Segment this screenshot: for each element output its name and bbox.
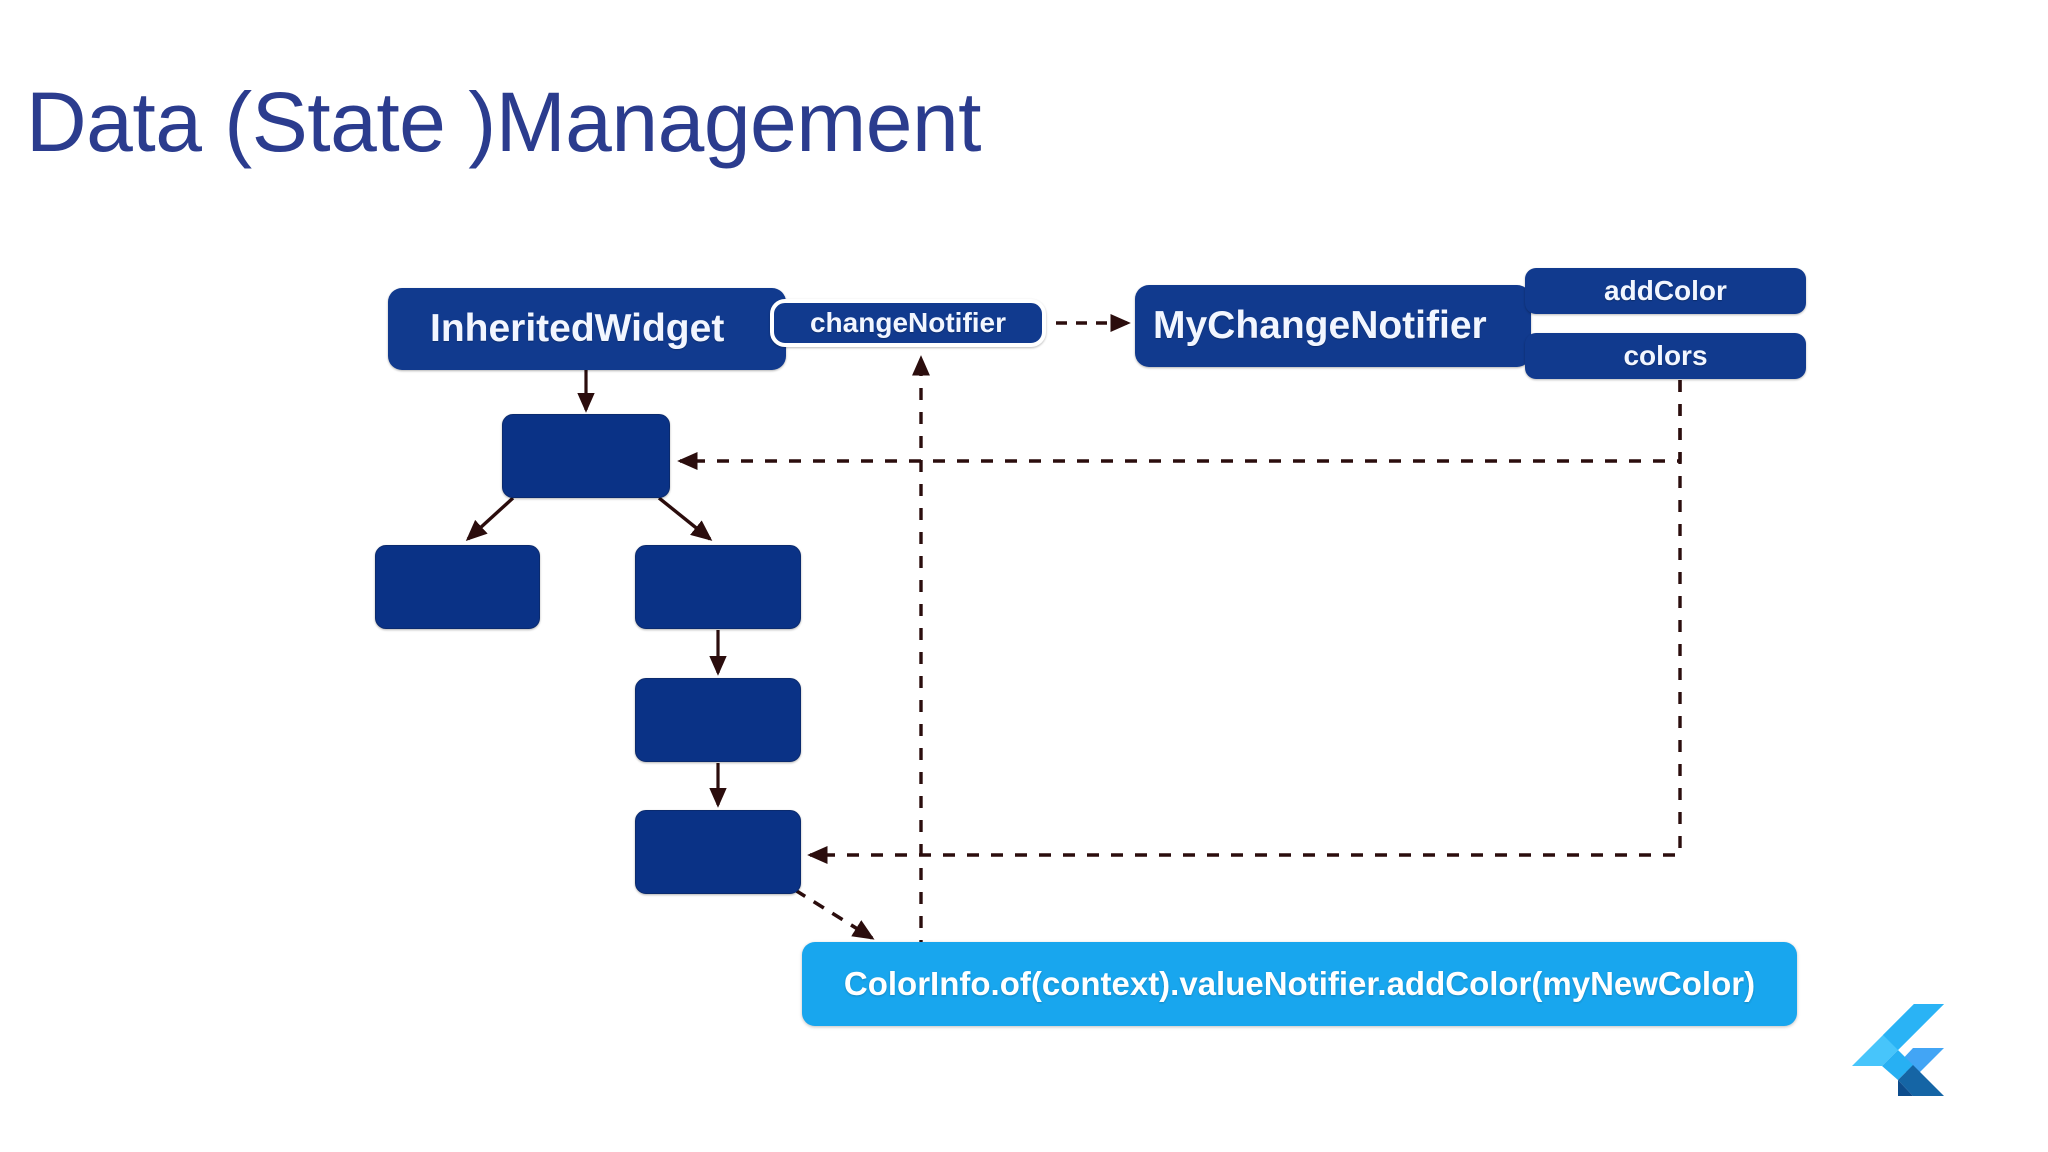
edge-leaf-to-callsite <box>794 888 875 940</box>
field-pill-colors-label: colors <box>1623 340 1708 371</box>
node-widget-tree-middle[interactable] <box>635 678 801 762</box>
page-title: Data (State )Management <box>26 75 982 170</box>
node-inherited-widget-label: InheritedWidget <box>430 307 725 350</box>
field-pill-change-notifier[interactable]: changeNotifier <box>770 299 1046 347</box>
node-widget-tree-right-child[interactable] <box>635 545 801 629</box>
node-call-site-code-label: ColorInfo.of(context).valueNotifier.addC… <box>843 965 1756 1002</box>
node-widget-tree-leaf[interactable] <box>635 810 801 894</box>
field-pill-add-color-label: addColor <box>1604 275 1727 306</box>
field-pill-change-notifier-label: changeNotifier <box>809 307 1007 338</box>
node-my-change-notifier[interactable]: MyChangeNotifier <box>1135 285 1531 367</box>
node-call-site-code[interactable]: ColorInfo.of(context).valueNotifier.addC… <box>802 942 1797 1026</box>
field-pill-colors[interactable]: colors <box>1525 333 1806 379</box>
edge-root-to-right <box>657 496 713 541</box>
node-my-change-notifier-label: MyChangeNotifier <box>1153 304 1487 347</box>
field-pill-add-color[interactable]: addColor <box>1525 268 1806 314</box>
node-widget-tree-left-child[interactable] <box>375 545 540 629</box>
node-widget-tree-root[interactable] <box>502 414 670 498</box>
edge-colors-to-leaf <box>807 380 1682 864</box>
edge-root-to-left <box>465 496 515 541</box>
edge-colors-to-root <box>677 380 1682 470</box>
node-inherited-widget[interactable]: InheritedWidget <box>388 288 786 370</box>
flutter-logo <box>1852 1004 1944 1096</box>
